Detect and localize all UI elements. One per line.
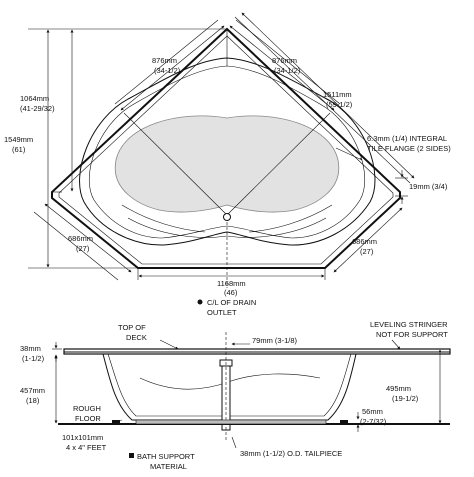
tub-outline <box>51 27 401 269</box>
feet-line1: 101x101mm <box>62 433 103 442</box>
dim-876-left-inch: (34-1/2) <box>154 66 181 75</box>
dim-19-label: 19mm (3/4) <box>409 182 448 191</box>
foot-right <box>340 420 348 424</box>
plan-view: 1064mm (41-29/32) 1549mm (61) 876mm (34-… <box>4 12 451 317</box>
top-of-deck-line1: TOP OF <box>118 323 146 332</box>
dim-495-inch: (19-1/2) <box>392 394 419 403</box>
basin-floor <box>114 115 340 213</box>
drain-circle <box>223 213 231 221</box>
tile-flange-line2: TILE FLANGE (2 SIDES) <box>367 144 451 153</box>
top-of-deck-line2: DECK <box>126 333 147 342</box>
dim-686-right-inch: (27) <box>360 247 374 256</box>
dim-686-left-label: 686mm <box>68 234 93 243</box>
leveling-line1: LEVELING STRINGER <box>370 320 448 329</box>
dim-38-label: 38mm <box>20 344 41 353</box>
elevation-view: TOP OF DECK 79mm (3-1/8) LEVELING STRING… <box>20 320 451 471</box>
dim-495-label: 495mm <box>386 384 411 393</box>
feet-line2: 4 x 4" FEET <box>66 443 107 452</box>
tub-rim <box>58 35 394 265</box>
bath-support <box>135 419 327 425</box>
dim-876-left-label: 876mm <box>152 56 177 65</box>
dim-1168-label: 1168mm <box>217 279 246 288</box>
dim-686-left-inch: (27) <box>76 244 90 253</box>
dim-38-inch: (1-1/2) <box>22 354 45 363</box>
dim-56-label: 56mm <box>362 407 383 416</box>
bath-support-line1: BATH SUPPORT <box>137 452 195 461</box>
rough-floor-line2: FLOOR <box>75 414 101 423</box>
tile-flange-line1: 6.3mm (1/4) INTEGRAL <box>367 134 447 143</box>
support-marker <box>129 453 134 458</box>
drain-marker <box>197 299 203 305</box>
dim-56-inch: (2-7/32) <box>360 417 387 426</box>
dim-1549-inch: (61) <box>12 145 26 154</box>
tailpiece-label: 38mm (1-1/2) O.D. TAILPIECE <box>240 449 342 458</box>
dim-1064-inch: (41-29/32) <box>20 104 55 113</box>
rough-floor-line1: ROUGH <box>73 404 101 413</box>
dim-1549-label: 1549mm <box>4 135 33 144</box>
dim-686-right-label: 686mm <box>352 237 377 246</box>
dim-1064-label: 1064mm <box>20 94 49 103</box>
dim-1168-inch: (46) <box>224 288 238 297</box>
dim-876-right-inch: (34-1/2) <box>274 66 301 75</box>
drain-label-line1: C/L OF DRAIN <box>207 298 256 307</box>
bath-support-line2: MATERIAL <box>150 462 187 471</box>
dim-457-label: 457mm <box>20 386 45 395</box>
foot-left <box>112 420 120 424</box>
dim-1511-label: 1511mm <box>323 90 352 99</box>
dim-1511-inch: (59-1/2) <box>326 100 353 109</box>
dim-457-inch: (18) <box>26 396 40 405</box>
dim-79-label: 79mm (3-1/8) <box>252 336 298 345</box>
dim-876-right-label: 876mm <box>272 56 297 65</box>
leveling-line2: NOT FOR SUPPORT <box>376 330 448 339</box>
drain-label-line2: OUTLET <box>207 308 237 317</box>
